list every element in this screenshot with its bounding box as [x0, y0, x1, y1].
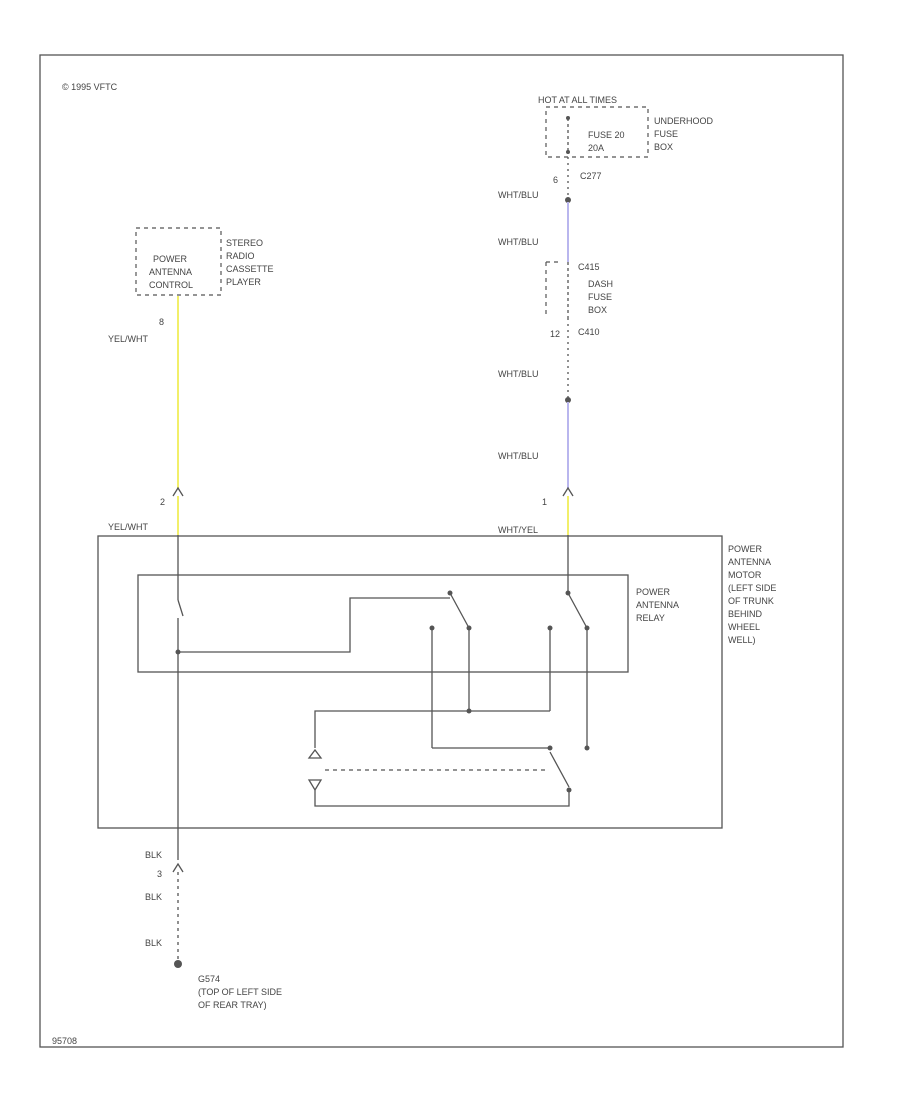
power-antenna-relay-box: [137, 574, 629, 673]
fuse-20-label: FUSE 20: [588, 130, 625, 140]
radio-label-4: PLAYER: [226, 277, 261, 287]
fuse-terminal-top: [566, 116, 570, 120]
wire-label-wht-yel: WHT/YEL: [498, 525, 538, 535]
splice-dot-1: [565, 197, 571, 203]
motor-label-1: POWER: [728, 544, 763, 554]
underhood-label-2: FUSE: [654, 129, 678, 139]
dash-fuse-label-2: FUSE: [588, 292, 612, 302]
internal-wiring: [175, 535, 590, 860]
ground-desc-2: OF REAR TRAY): [198, 1000, 267, 1010]
motor-connector-left: [172, 486, 184, 497]
relay-label-1: POWER: [636, 587, 671, 597]
relay-label-3: RELAY: [636, 613, 665, 623]
motor-label-4: (LEFT SIDE: [728, 583, 776, 593]
ground-point: [174, 960, 182, 968]
splice-dot-2: [565, 397, 571, 403]
wire-label-wht-blu-1: WHT/BLU: [498, 190, 539, 200]
underhood-fuse-box: HOT AT ALL TIMES FUSE 20 20A UNDERHOOD F…: [538, 95, 714, 185]
motor-label-5: OF TRUNK: [728, 596, 774, 606]
c277-pin: 6: [553, 175, 558, 185]
stereo-radio: POWER ANTENNA CONTROL STEREO RADIO CASSE…: [135, 227, 274, 327]
doc-id-text: 95708: [52, 1036, 77, 1046]
fuse-amps-label: 20A: [588, 143, 604, 153]
ground-id-label: G574: [198, 974, 220, 984]
radio-inner-3: CONTROL: [149, 280, 193, 290]
limit-switch: [549, 751, 570, 788]
wire-label-blk-1: BLK: [145, 850, 162, 860]
motor-label-2: ANTENNA: [728, 557, 771, 567]
motor-label-8: WELL): [728, 635, 756, 645]
copyright-text: © 1995 VFTC: [62, 82, 118, 92]
hot-at-all-times-label: HOT AT ALL TIMES: [538, 95, 617, 105]
motor-pin-1: 1: [542, 497, 547, 507]
wire-label-yel-wht-1: YEL/WHT: [108, 334, 149, 344]
motor-connector-right: [562, 486, 574, 497]
c410-pin: 12: [550, 329, 560, 339]
c410-connector-label: C410: [578, 327, 600, 337]
motor-symbol-bottom: [307, 779, 323, 792]
radio-outline: [135, 227, 222, 296]
dash-fuse-box: C415 DASH FUSE BOX 12 C410: [545, 261, 613, 339]
underhood-fuse-box-outline: [545, 106, 649, 158]
underhood-label-3: BOX: [654, 142, 673, 152]
c415-label: C415: [578, 262, 600, 272]
wire-label-wht-blu-3: WHT/BLU: [498, 369, 539, 379]
wire-label-wht-blu-4: WHT/BLU: [498, 451, 539, 461]
relay-label-2: ANTENNA: [636, 600, 679, 610]
motor-pin-2: 2: [160, 497, 165, 507]
radio-inner-1: POWER: [153, 254, 188, 264]
dash-fuse-label-3: BOX: [588, 305, 607, 315]
motor-label-3: MOTOR: [728, 570, 762, 580]
ground-desc-1: (TOP OF LEFT SIDE: [198, 987, 282, 997]
relay-switch-a: [449, 592, 470, 629]
wire-label-yel-wht-2: YEL/WHT: [108, 522, 149, 532]
wire-label-blk-2: BLK: [145, 892, 162, 902]
c277-connector-label: C277: [580, 171, 602, 181]
underhood-label-1: UNDERHOOD: [654, 116, 714, 126]
wire-label-blk-3: BLK: [145, 938, 162, 948]
motor-label-7: WHEEL: [728, 622, 760, 632]
wire-label-wht-blu-2: WHT/BLU: [498, 237, 539, 247]
radio-label-1: STEREO: [226, 238, 263, 248]
relay-coil-switch: [177, 599, 184, 617]
fuse-terminal-bottom: [566, 150, 570, 154]
radio-inner-2: ANTENNA: [149, 267, 192, 277]
power-antenna-motor-box: [97, 535, 723, 829]
radio-pin: 8: [159, 317, 164, 327]
relay-switch-b: [567, 592, 588, 629]
motor-pin-3: 3: [157, 869, 162, 879]
motor-symbol-top: [307, 748, 323, 759]
radio-label-3: CASSETTE: [226, 264, 274, 274]
dash-fuse-label-1: DASH: [588, 279, 613, 289]
radio-label-2: RADIO: [226, 251, 255, 261]
motor-connector-bottom: [172, 862, 184, 873]
outer-frame: [39, 54, 844, 1048]
motor-label-6: BEHIND: [728, 609, 763, 619]
